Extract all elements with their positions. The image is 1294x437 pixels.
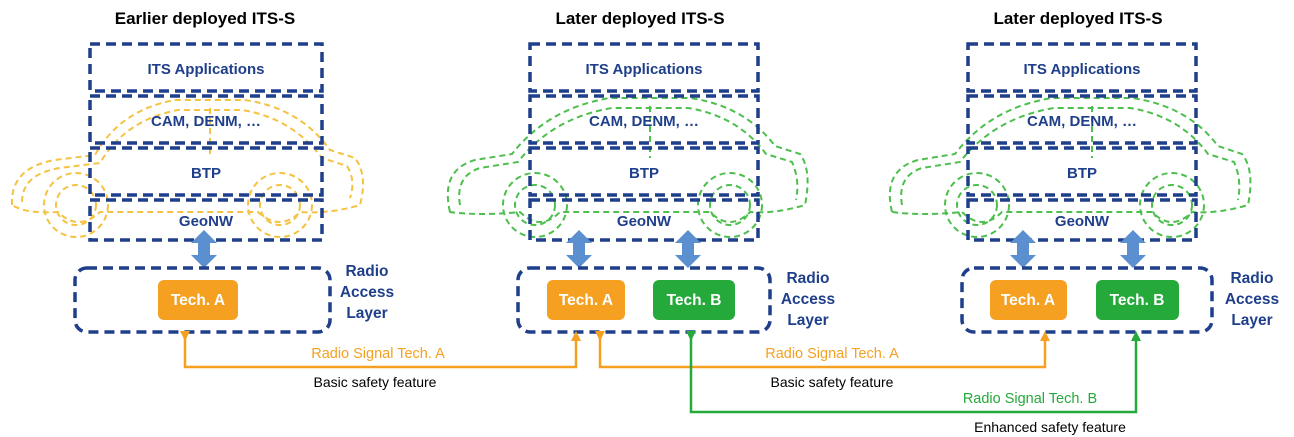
feature-caption: Basic safety feature [314,374,437,390]
stack-arrow [566,230,592,268]
signal-label: Radio Signal Tech. B [963,391,1097,407]
tech-a-box [990,280,1067,320]
tech-b-box [653,280,735,320]
signal-link-b: Radio Signal Tech. B Enhanced safety fea… [686,331,1141,435]
layer-cam-denm [966,94,1198,145]
radio-access-label: Layer [346,305,387,322]
signal-arrow-tech-a [180,331,581,369]
layer-label: ITS Applications [148,61,265,78]
layer-label: BTP [1067,165,1097,182]
radio-access-label: Radio [345,263,388,280]
feature-caption: Enhanced safety feature [974,419,1126,435]
stack-arrow [1120,230,1146,268]
car-outline-earlier [10,99,365,238]
signal-arrow-tech-b [686,331,1141,414]
signal-link-a-2: Radio Signal Tech. A Basic safety featur… [595,331,1050,390]
layer-geonw [966,198,1198,242]
layer-btp [966,146,1198,197]
stack-arrow [1010,230,1036,268]
tech-a-label: Tech. A [171,292,225,309]
layer-cam-denm [528,94,760,145]
layer-its-applications [88,42,324,93]
radio-access-label: Layer [1231,312,1272,329]
layer-label: ITS Applications [586,61,703,78]
feature-caption: Basic safety feature [771,374,894,390]
radio-access-label: Access [1225,291,1279,308]
layer-label: BTP [191,165,221,182]
radio-access-label: Layer [787,312,828,329]
radio-access-label: Radio [786,270,829,287]
layer-label: CAM, DENM, … [1027,113,1137,130]
layer-label: CAM, DENM, … [589,113,699,130]
tech-a-box [547,280,625,320]
layer-cam-denm [88,94,324,145]
layer-geonw [528,198,760,242]
station-earlier: Earlier deployed ITS-S ITS Applications … [10,9,394,334]
layer-label: ITS Applications [1024,61,1141,78]
signal-link-a-1: Radio Signal Tech. A Basic safety featur… [180,331,581,390]
station-later-1: Later deployed ITS-S ITS Applications CA… [446,9,835,334]
layer-its-applications [528,42,760,93]
stack-arrow [191,230,217,268]
layer-btp [88,146,324,197]
tech-b-box [1096,280,1179,320]
layer-label: GeoNW [617,213,672,230]
tech-a-box [158,280,238,320]
station-later-2: Later deployed ITS-S ITS Applications CA… [888,9,1279,334]
signal-label: Radio Signal Tech. A [765,346,899,362]
layer-label: GeoNW [179,213,234,230]
radio-access-label: Access [340,284,394,301]
tech-b-label: Tech. B [667,292,722,309]
tech-a-label: Tech. A [559,292,613,309]
station-title: Later deployed ITS-S [555,9,724,28]
station-title: Earlier deployed ITS-S [115,9,295,28]
layer-label: CAM, DENM, … [151,113,261,130]
layer-label: GeoNW [1055,213,1110,230]
tech-b-label: Tech. B [1110,292,1165,309]
car-outline-later [446,97,809,238]
layer-label: BTP [629,165,659,182]
radio-access-label: Access [781,291,835,308]
car-outline-later [888,97,1252,238]
stack-arrow [675,230,701,268]
signal-label: Radio Signal Tech. A [311,346,445,362]
tech-a-label: Tech. A [1001,292,1055,309]
signal-arrow-tech-a [595,331,1050,369]
station-title: Later deployed ITS-S [993,9,1162,28]
layer-its-applications [966,42,1198,93]
layer-btp [528,146,760,197]
radio-access-label: Radio [1230,270,1273,287]
